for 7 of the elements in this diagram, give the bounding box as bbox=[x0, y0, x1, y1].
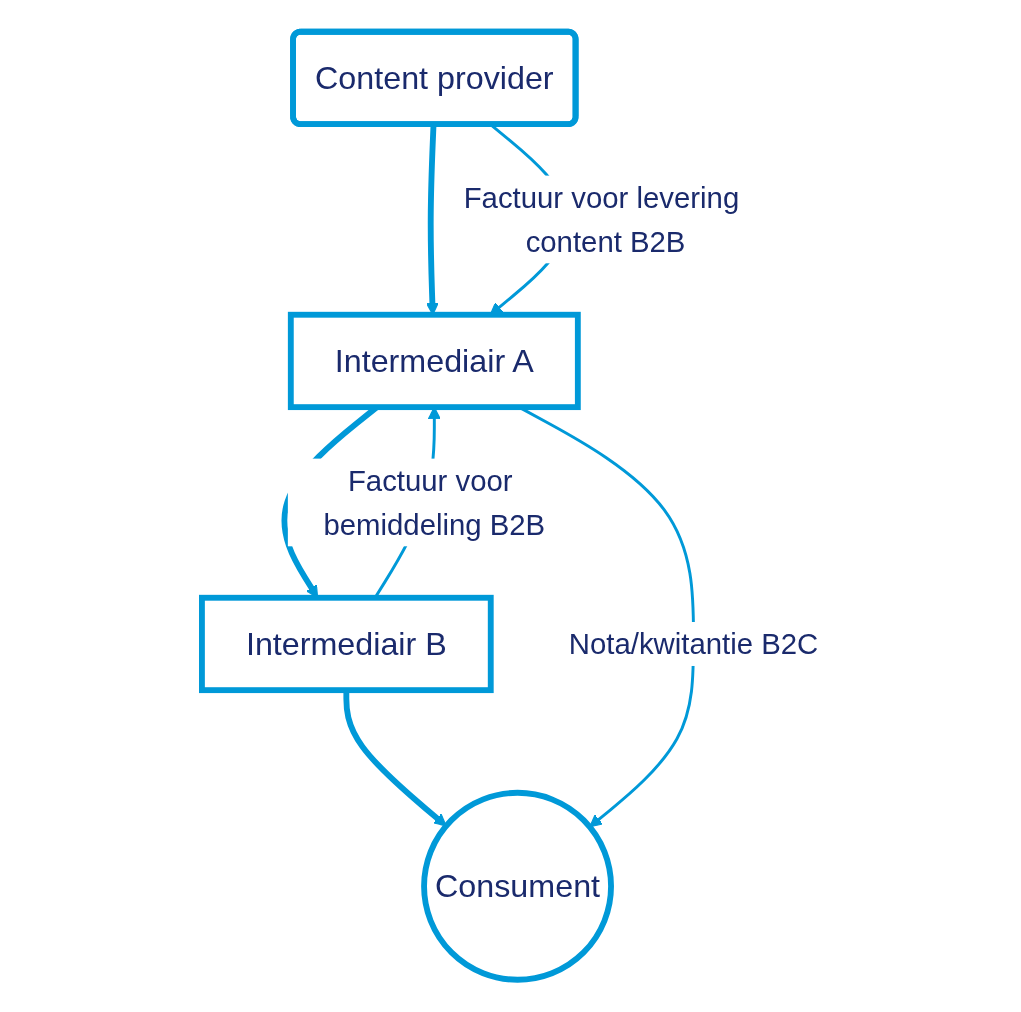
edge-label: Factuur voor levering content B2B bbox=[464, 181, 740, 258]
node-box: Intermediair A bbox=[288, 312, 582, 411]
node-circle: Consument bbox=[421, 790, 615, 983]
arrow bbox=[343, 690, 448, 827]
edge-label: Factuur voor bemiddeling B2B bbox=[323, 464, 546, 541]
edge-label: Nota/kwitantie B2C bbox=[569, 628, 819, 661]
node-box: Intermediair B bbox=[199, 595, 495, 694]
